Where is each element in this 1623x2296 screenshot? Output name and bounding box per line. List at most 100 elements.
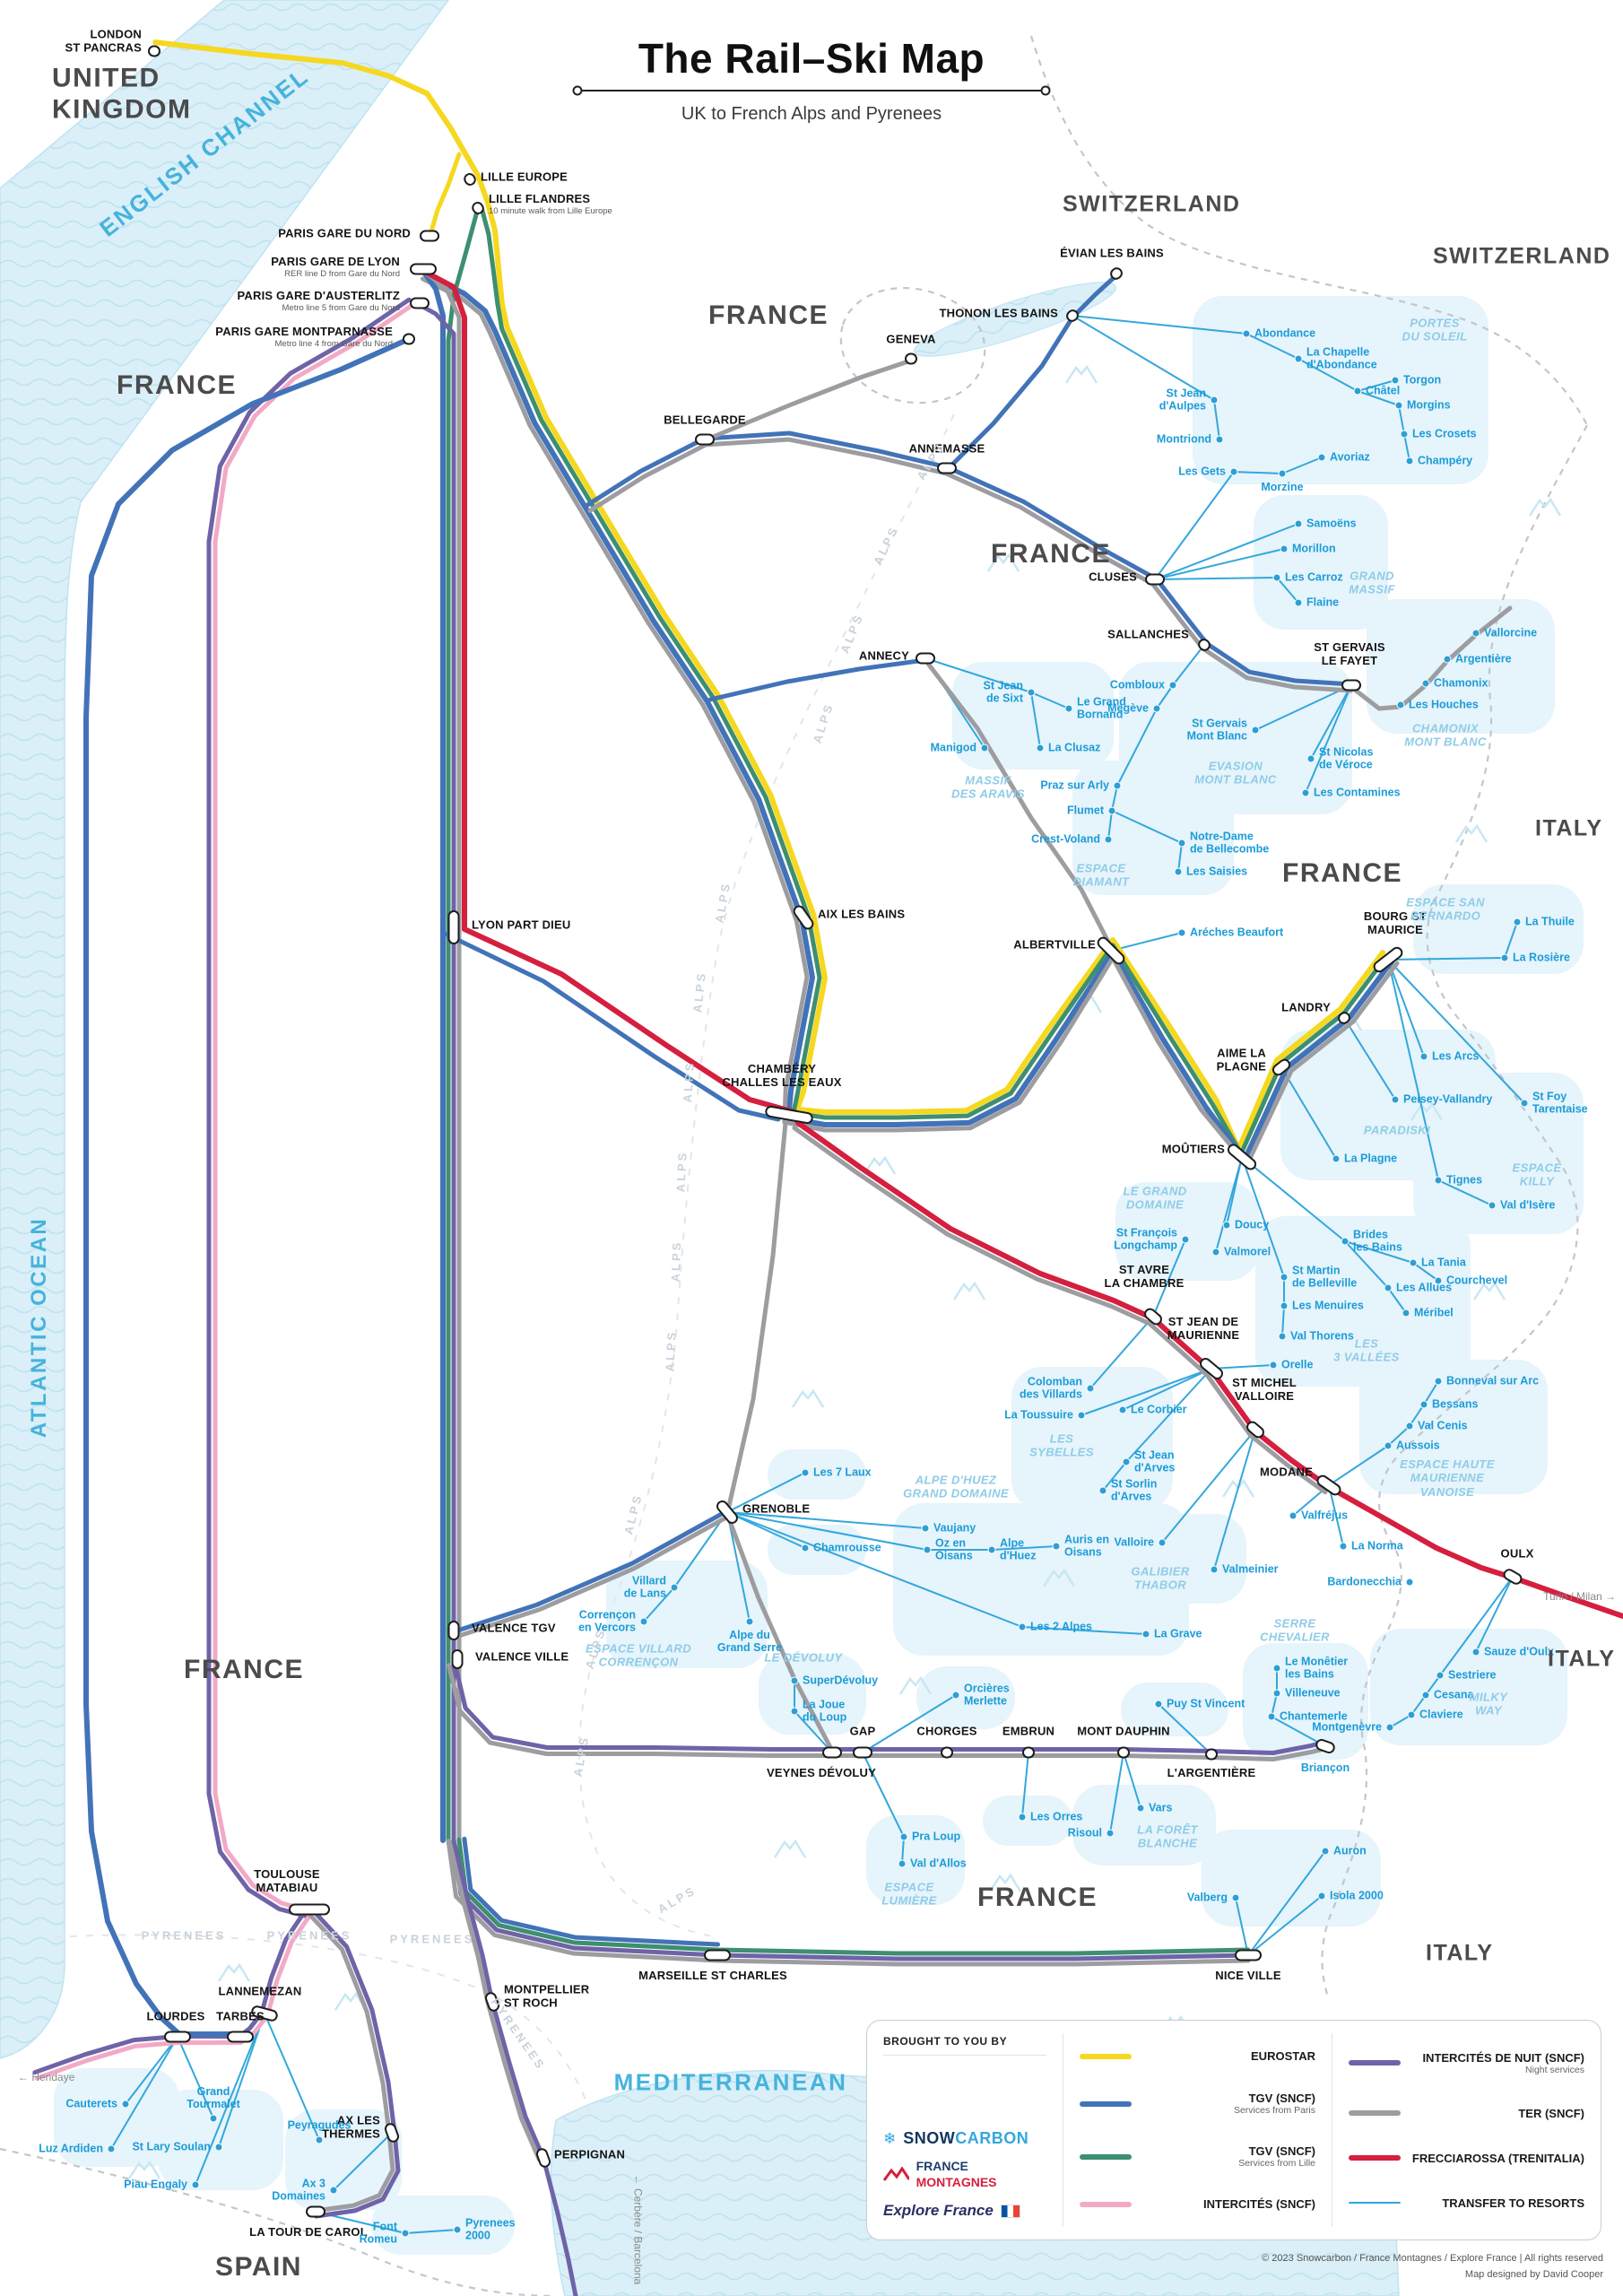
resort-label: Les Orres [1030, 1810, 1083, 1823]
french-flag-icon [1000, 2204, 1020, 2218]
station-label: MONTPELLIER ST ROCH [504, 1982, 590, 2009]
resort-dot [899, 1832, 908, 1841]
ski-area-label: ESPACE SAN BERNARDO [1406, 895, 1485, 923]
transfer-line [404, 2229, 458, 2234]
legend-heading: BROUGHT TO YOU BY [883, 2035, 1046, 2056]
station-marker [764, 1104, 814, 1126]
station-marker [1141, 1305, 1165, 1328]
resort-label: Alpe d'Huez [1000, 1536, 1037, 1561]
station-label: ANNECY [858, 648, 909, 663]
transfer-line [1280, 1066, 1337, 1160]
ski-area-label: ESPACE VILLARD CORRENÇON [585, 1641, 692, 1669]
mountain-icon [1472, 1281, 1506, 1300]
resort-dot [1272, 1664, 1281, 1673]
station-note: Metro line 4 from Gare du Nord [274, 338, 393, 349]
copyright-line: © 2023 Snowcarbon / France Montagnes / E… [1262, 2253, 1603, 2264]
transfer-line [1387, 959, 1525, 1104]
resort-dot [670, 1583, 679, 1592]
transfer-line [1109, 1752, 1124, 1834]
rail-intercites_nuit [451, 1838, 578, 2296]
transfer-line [1343, 1017, 1396, 1100]
resort-label: Argentière [1455, 652, 1512, 665]
resort-dot [1353, 387, 1362, 396]
resort-label: Sestriere [1448, 1668, 1497, 1682]
resort-label: Abondance [1254, 326, 1316, 340]
legend-item-label: TER (SNCF) [1518, 2106, 1584, 2120]
lake-geneva [914, 282, 1116, 357]
resort-label: Les Crosets [1412, 427, 1477, 440]
alps-range-label: ALPS [668, 1239, 684, 1283]
rail-tgv_paris [452, 1509, 728, 1634]
rail-lines [32, 39, 1623, 2296]
station-marker [164, 2031, 191, 2043]
resort-dot [121, 2100, 130, 2109]
transfer-line [1021, 1626, 1147, 1635]
resort-area-blob [1413, 1073, 1584, 1234]
resort-dot [1104, 835, 1113, 844]
transfer-line [1235, 1897, 1249, 1956]
resort-label: Les Contamines [1314, 786, 1401, 799]
transfer-line [1107, 810, 1113, 840]
station-label: GENEVA [886, 332, 936, 346]
resort-dot [1106, 1829, 1115, 1838]
resort-label: Val Thorens [1290, 1329, 1354, 1343]
transfer-line [1475, 1576, 1514, 1653]
page-title: The Rail–Ski Map [638, 35, 985, 82]
resort-dot [1113, 781, 1122, 790]
resort-label: Oz en Oisans [935, 1536, 973, 1561]
resort-area-blob [371, 2196, 515, 2255]
resort-dot [1434, 1377, 1443, 1386]
transfer-line [1305, 684, 1352, 794]
resort-area-blob [952, 662, 1114, 770]
transfer-line [726, 1511, 926, 1529]
station-marker [1094, 934, 1128, 968]
transfer-line [901, 1836, 905, 1865]
resort-dot [1317, 453, 1326, 462]
resort-label: Claviere [1419, 1708, 1463, 1721]
resort-dot [1436, 1671, 1445, 1680]
resort-dot [1272, 573, 1281, 582]
country-label: FRANCE [708, 300, 829, 330]
ski-area-label: PORTES DU SOLEIL [1402, 316, 1468, 344]
designer-credit: Map designed by David Cooper [1464, 2268, 1603, 2280]
resort-dot [1242, 329, 1251, 338]
station-marker [937, 462, 957, 474]
transfer-line [1233, 471, 1283, 474]
transfer-line [726, 1511, 928, 1551]
transfer-line [1241, 1156, 1346, 1242]
resort-label: Vallorcine [1484, 626, 1538, 639]
resort-dot [1513, 918, 1522, 926]
resort-label: Bessans [1432, 1397, 1479, 1411]
transfer-line [195, 2013, 265, 2186]
resort-label: Champéry [1418, 454, 1473, 467]
ski-area-label: LES SYBELLES [1029, 1431, 1094, 1459]
resort-label: Peyragudes [287, 2118, 352, 2132]
resort-dot [214, 2143, 223, 2152]
legend-line-sample [1080, 2100, 1132, 2107]
resort-dot [1400, 430, 1409, 439]
station-label: MARSEILLE ST CHARLES [638, 1969, 787, 1982]
transfer-line [1357, 390, 1400, 406]
station-marker [410, 297, 430, 309]
mountain-icon [863, 1155, 897, 1175]
mountain-icon [334, 1991, 368, 2011]
station-label: AIME LA PLAGNE [1216, 1046, 1266, 1073]
copyright: © 2023 Snowcarbon / France Montagnes / E… [1262, 2251, 1603, 2283]
sponsor-snowcarbon: ❄SNOWCARBON [883, 2129, 1029, 2147]
resort-dot [1280, 544, 1289, 553]
rail-frecciarossa [421, 268, 467, 932]
transfer-line [1123, 1752, 1141, 1809]
mountain-icon [898, 1675, 933, 1695]
station-label: AX LES THERMES [322, 2113, 380, 2140]
alps-range-label: ALPS [712, 880, 733, 925]
ski-area-label: ESPACE LUMIÈRE [881, 1880, 937, 1908]
station-marker [822, 1746, 842, 1759]
resort-dot [1419, 1400, 1428, 1409]
transfer-line [1172, 644, 1205, 686]
resort-dot [1174, 867, 1183, 876]
resort-label: Briançon [1300, 1761, 1350, 1774]
resort-dot [1384, 1441, 1393, 1450]
resort-label: St Jean d'Aulpes [1159, 387, 1206, 412]
station-marker [469, 199, 487, 217]
legend-line-sample [1349, 2060, 1401, 2066]
